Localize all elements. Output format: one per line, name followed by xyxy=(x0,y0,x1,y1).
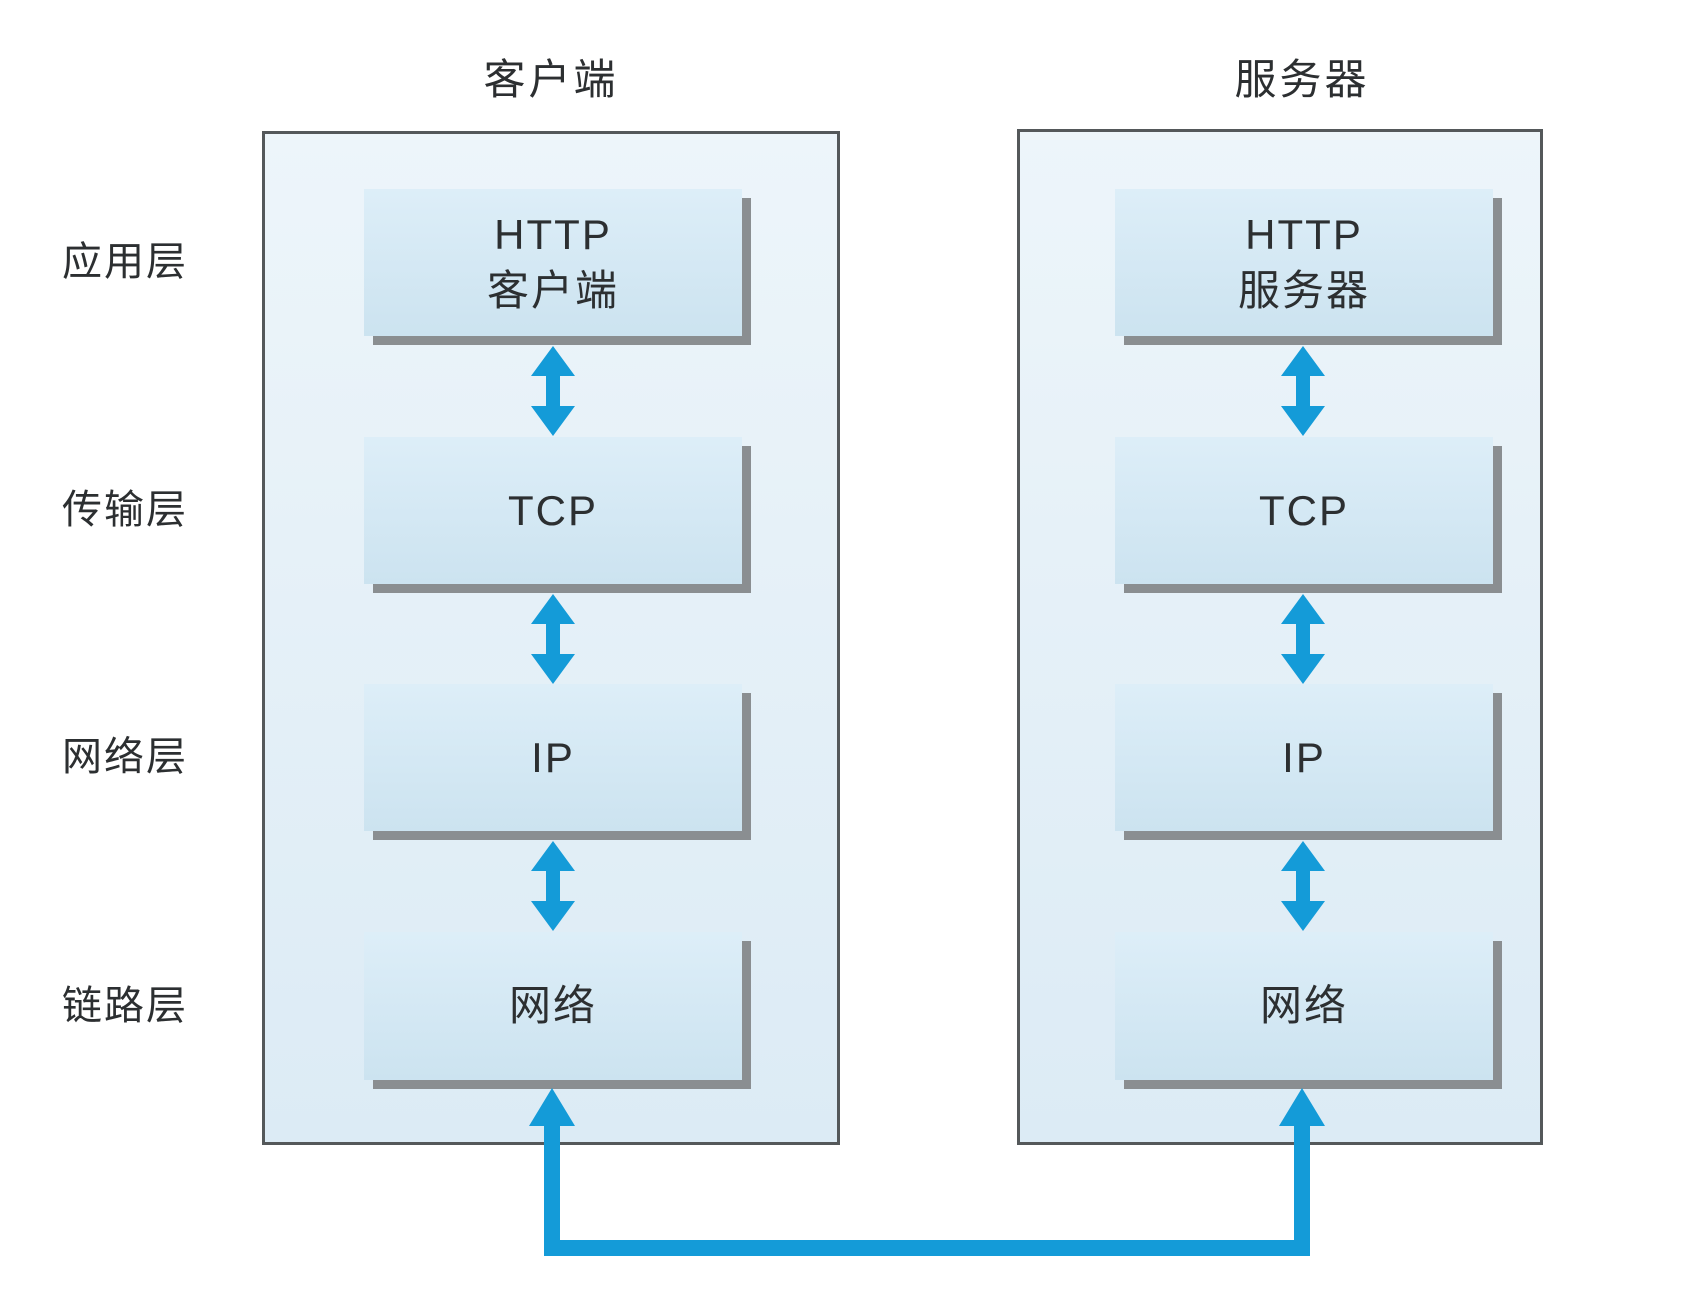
layer-label-network: 网络层 xyxy=(62,735,188,779)
protocol-box-label: TCP xyxy=(1259,486,1349,534)
protocol-box-label: HTTP xyxy=(494,211,612,259)
protocol-box-label: IP xyxy=(531,733,575,781)
layer-label-application: 应用层 xyxy=(62,240,188,284)
client-column-title: 客户端 xyxy=(483,56,619,103)
protocol-box-tcp-server: TCP xyxy=(1115,437,1493,584)
protocol-box-network-client: 网络 xyxy=(364,932,742,1080)
protocol-box-label: 客户端 xyxy=(486,266,619,314)
protocol-box-http-client: HTTP 客户端 xyxy=(364,189,742,336)
protocol-box-label: 服务器 xyxy=(1237,266,1370,314)
double-arrow-icon xyxy=(1281,594,1325,684)
double-arrow-icon xyxy=(531,594,575,684)
layer-label-link: 链路层 xyxy=(62,984,188,1028)
protocol-box-label: 网络 xyxy=(508,982,597,1030)
layer-label-transport: 传输层 xyxy=(62,488,188,532)
protocol-box-ip-server: IP xyxy=(1115,684,1493,831)
protocol-box-label: TCP xyxy=(508,486,598,534)
server-column-title: 服务器 xyxy=(1234,56,1370,103)
protocol-box-label: IP xyxy=(1282,733,1326,781)
double-arrow-icon xyxy=(531,346,575,436)
protocol-box-http-server: HTTP 服务器 xyxy=(1115,189,1493,336)
protocol-box-network-server: 网络 xyxy=(1115,932,1493,1080)
protocol-box-label: 网络 xyxy=(1259,982,1348,1030)
protocol-box-tcp-client: TCP xyxy=(364,437,742,584)
double-arrow-icon xyxy=(531,841,575,931)
double-arrow-icon xyxy=(1281,346,1325,436)
protocol-box-label: HTTP xyxy=(1245,211,1363,259)
protocol-box-ip-client: IP xyxy=(364,684,742,831)
double-arrow-icon xyxy=(1281,841,1325,931)
